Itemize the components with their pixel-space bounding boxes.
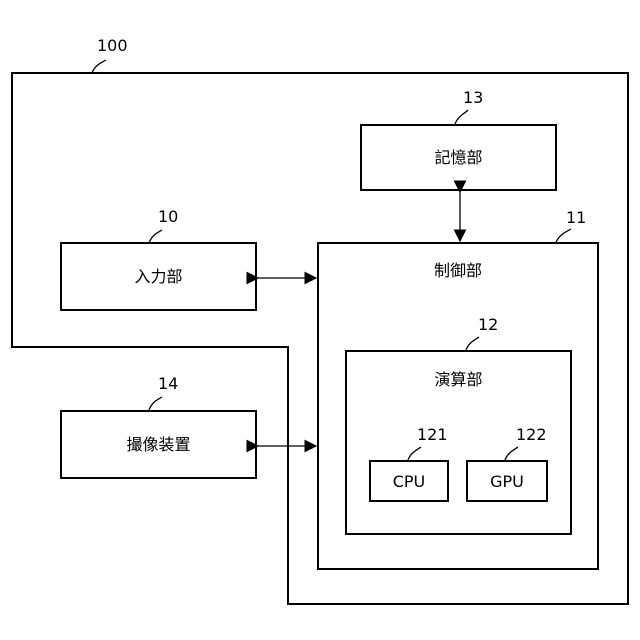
gpu-ref-leader	[505, 447, 518, 460]
system-ref: 100	[97, 36, 128, 55]
compute-ref-leader	[466, 337, 479, 350]
input-label: 入力部	[134, 267, 182, 286]
camera-ref: 14	[158, 374, 178, 393]
gpu-ref: 122	[516, 425, 547, 444]
compute-label: 演算部	[434, 370, 482, 389]
cpu-ref: 121	[417, 425, 448, 444]
storage-label: 記憶部	[434, 148, 482, 167]
input-ref-leader	[149, 230, 162, 243]
camera-label: 撮像装置	[126, 435, 190, 454]
input-ref: 10	[158, 207, 178, 226]
camera-ref-leader	[149, 397, 162, 410]
cpu-label: CPU	[393, 472, 426, 491]
storage-ref: 13	[463, 88, 483, 107]
system-ref-leader	[92, 60, 106, 73]
control-ref-leader	[556, 229, 571, 242]
storage-ref-leader	[455, 110, 468, 124]
gpu-label: GPU	[490, 472, 524, 491]
system-boundary	[12, 73, 628, 604]
cpu-ref-leader	[408, 447, 421, 460]
control-label: 制御部	[434, 261, 482, 280]
control-box	[318, 243, 598, 569]
control-ref: 11	[566, 208, 586, 227]
compute-ref: 12	[478, 315, 498, 334]
